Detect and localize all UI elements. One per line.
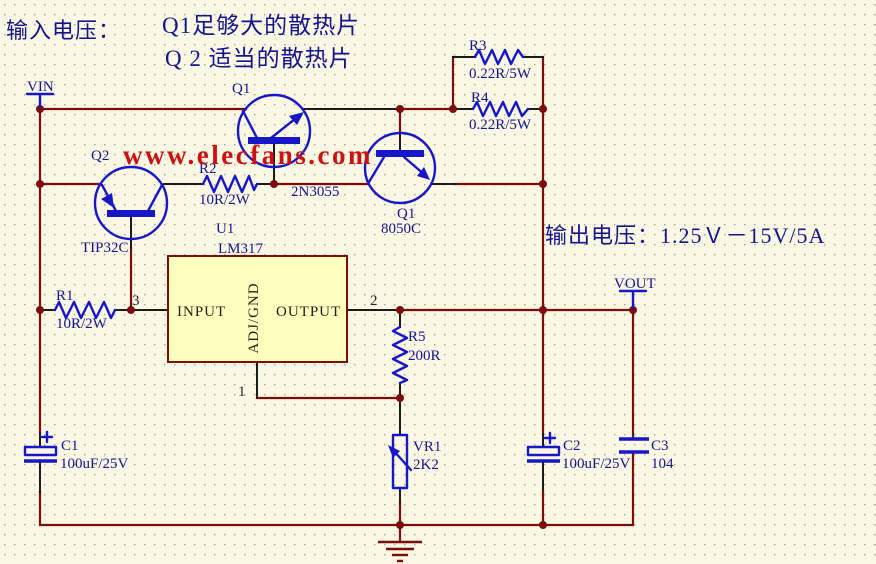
potentiometer-vr1: VR1 2K2 [388,433,441,490]
u1-pin-output-label: OUTPUT [276,304,341,320]
u1-pin1-number: 1 [238,384,246,400]
q1-top-ref: Q1 [232,81,250,97]
vr1-value: 2K2 [413,457,439,473]
transistor-q2-tip32c: Q2 TIP32C [81,148,169,256]
ic-u1-lm317: U1 LM317 INPUT OUTPUT ADJ/GND 3 2 1 [132,221,378,400]
q1-right-value: 8050C [381,221,421,237]
q1-right-ref: Q1 [397,206,415,222]
transistor-q1-2n3055: Q1 2N3055 [232,81,339,200]
c2-value: 100uF/25V [562,456,631,472]
u1-pin3-number: 3 [132,293,140,309]
r5-ref: R5 [408,329,426,345]
port-vin-label: VIN [27,79,54,95]
vr1-ref: VR1 [413,439,441,455]
ground-symbol [378,540,422,563]
resistor-r4: R4 0.22R/5W [469,90,532,133]
c2-ref: C2 [563,438,581,454]
wires [38,55,635,544]
port-vout: VOUT [614,276,656,310]
resistor-r2: R2 10R/2W [199,161,259,208]
junction-dots [36,105,637,529]
r3-ref: R3 [469,38,487,54]
resistor-r5: R5 200R [391,325,441,385]
u1-value: LM317 [218,241,264,257]
u1-pin2-number: 2 [370,293,378,309]
c3-ref: C3 [651,438,669,454]
r4-ref: R4 [471,90,489,106]
r4-value: 0.22R/5W [469,117,532,133]
c1-value: 100uF/25V [60,456,129,472]
resistor-r3: R3 0.22R/5W [469,38,532,82]
q1-top-value: 2N3055 [291,184,339,200]
r2-ref: R2 [199,161,217,177]
capacitor-c1: C1 100uF/25V [23,430,129,472]
port-vout-label: VOUT [614,276,656,292]
output-voltage-label: 输出电压：1.25Ｖ－15V/5A [545,223,825,248]
capacitor-c3: C3 104 [619,437,674,472]
watermark-text: www.elecfans.com [123,140,373,170]
heatsink-note-line1: Q1足够大的散热片 [162,13,360,38]
c1-ref: C1 [61,438,79,454]
r1-value: 10R/2W [56,316,108,332]
q2-ref: Q2 [91,148,109,164]
u1-ref: U1 [216,221,234,237]
r2-value: 10R/2W [199,192,251,208]
port-vin: VIN [25,79,55,109]
c3-value: 104 [651,456,674,472]
resistor-r1: R1 10R/2W [53,288,117,332]
r3-value: 0.22R/5W [469,66,532,82]
transistor-q1-8050c: Q1 8050C [363,131,437,237]
capacitor-c2: C2 100uF/25V [526,431,631,472]
u1-pin-input-label: INPUT [177,304,226,320]
r1-ref: R1 [56,288,74,304]
input-voltage-label: 输入电压： [6,18,121,43]
pin-wires [39,56,544,503]
heatsink-note-line2: Q 2 适当的散热片 [165,46,353,71]
q2-value: TIP32C [81,240,129,256]
u1-pin-adj-label: ADJ/GND [246,282,262,353]
r5-value: 200R [408,348,441,364]
